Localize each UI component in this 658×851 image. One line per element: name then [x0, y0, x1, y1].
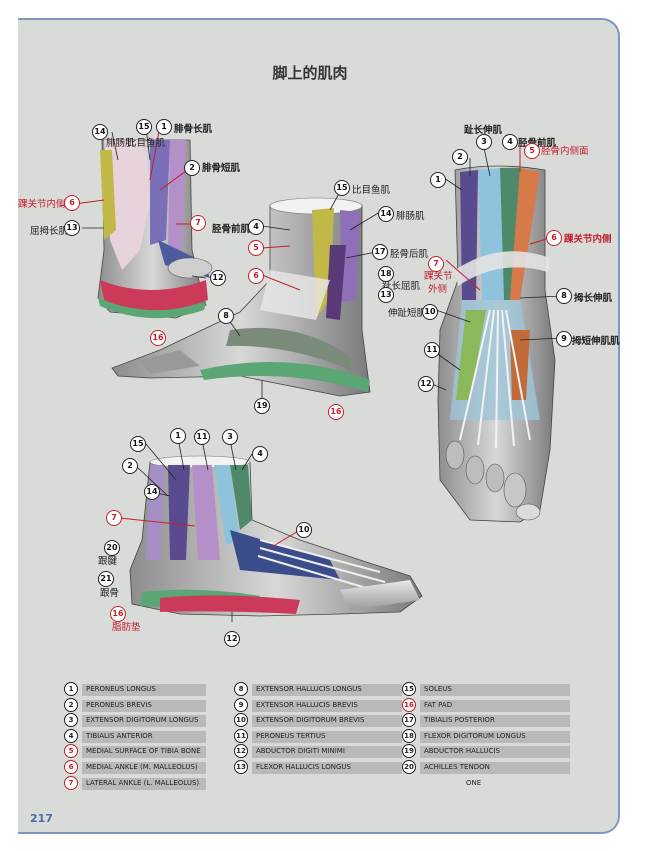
label-fat-pad-fig4: 脂肪垫	[112, 622, 141, 633]
label-gastrocnemius-fig1: 腓肠肌	[106, 138, 135, 149]
callout-14-fig2: 14	[378, 206, 394, 222]
callout-7-fig4: 7	[106, 510, 122, 526]
label-extensor-digitorum-brevis-fig3: 伸趾短肌	[388, 308, 427, 319]
callout-8-fig3: 8	[556, 288, 572, 304]
callout-10-fig4: 10	[296, 522, 312, 538]
label-gastrocnemius-fig2: 腓肠肌	[396, 211, 425, 222]
callout-13-fig1: 13	[64, 220, 80, 236]
callout-2-fig4: 2	[122, 458, 138, 474]
callout-1-fig4: 1	[170, 428, 186, 444]
label-medial-ankle-fig1: 踝关节内侧	[18, 199, 66, 210]
label-extensor-digitorum-fig3: 趾长伸肌	[464, 125, 503, 136]
label-tibialis-posterior-fig2: 胫骨后肌	[390, 249, 429, 260]
label-flexor-hallucis-fig1: 屈拇长肌	[30, 226, 69, 237]
callout-2-fig1: 2	[184, 160, 200, 176]
label-soleus-fig1: 比目鱼肌	[127, 138, 166, 149]
callout-20-fig4: 20	[104, 540, 120, 556]
callout-1-fig3: 1	[430, 172, 446, 188]
figure-medial-view	[111, 197, 371, 397]
figure-dorsal-view	[437, 165, 556, 523]
callout-5-fig2: 5	[248, 240, 264, 256]
label-tibialis-anterior-fig3: 胫骨前肌	[518, 138, 557, 149]
callout-4-fig3: 4	[502, 134, 518, 150]
callout-19-fig2: 19	[254, 398, 270, 414]
callout-3-fig4: 3	[222, 429, 238, 445]
callout-8-fig2: 8	[218, 308, 234, 324]
callout-6-fig1: 6	[64, 195, 80, 211]
label-achilles-tendon-fig4: 跟腱	[98, 556, 118, 567]
legend-row-tail: ONE	[466, 779, 482, 787]
callout-15-fig4: 15	[130, 436, 146, 452]
callout-10-fig3: 10	[422, 304, 438, 320]
label-calcaneus-fig4: 跟骨	[100, 588, 120, 599]
callout-12-fig1: 12	[210, 270, 226, 286]
callout-21-fig4: 21	[98, 571, 114, 587]
label-extensor-hallucis-longus-fig3: 拇长伸肌	[574, 293, 613, 304]
callout-3-fig3: 3	[476, 134, 492, 150]
callout-4-fig2: 4	[248, 219, 264, 235]
callout-18-fig2: 18	[378, 266, 394, 282]
label-lateral-ankle-b-fig3: 外侧	[428, 284, 448, 295]
callout-7-fig1: 7	[190, 215, 206, 231]
callout-16-fig1: 16	[150, 330, 166, 346]
callout-15-fig2: 15	[334, 180, 350, 196]
label-extensor-hallucis-brevis-fig3: 拇短伸肌肌	[572, 336, 620, 347]
callout-11-fig4: 11	[194, 429, 210, 445]
page-number: 217	[30, 812, 53, 825]
callout-5-fig3: 5	[524, 143, 540, 159]
label-tibia-medial-surface-fig3: 胫骨内侧面	[541, 146, 589, 157]
callout-14-fig4: 14	[144, 484, 160, 500]
callout-12-fig4: 12	[224, 631, 240, 647]
label-medial-ankle-fig3: 踝关节内侧	[564, 234, 612, 245]
callout-6-fig2: 6	[248, 268, 264, 284]
foot-muscle-illustrations	[59, 125, 563, 622]
callout-17-fig2: 17	[372, 244, 388, 260]
figure-rear-view	[97, 139, 213, 319]
callout-4-fig4: 4	[252, 446, 268, 462]
callout-13-fig2: 13	[378, 287, 394, 303]
callout-7-fig3: 7	[428, 256, 444, 272]
label-peroneus-brevis-fig1: 腓骨短肌	[202, 163, 241, 174]
callout-16-fig2: 16	[328, 404, 344, 420]
callout-1-fig1: 1	[156, 119, 172, 135]
callout-6-fig3: 6	[546, 230, 562, 246]
label-lateral-ankle-a-fig3: 踝关节	[424, 271, 453, 282]
page-title: 脚上的肌肉	[272, 64, 348, 82]
callout-2-fig3: 2	[452, 149, 468, 165]
callout-14-fig1: 14	[92, 124, 108, 140]
callout-12-fig3: 12	[418, 376, 434, 392]
label-soleus-fig2: 比目鱼肌	[352, 185, 391, 196]
callout-11-fig3: 11	[424, 342, 440, 358]
figure-lateral-view	[129, 455, 423, 617]
callout-15-fig1: 15	[136, 119, 152, 135]
label-peroneus-longus-fig1: 腓骨长肌	[174, 124, 213, 135]
callout-16-fig4: 16	[110, 606, 126, 622]
label-flexor-digitorum-fig2: 趾长屈肌	[382, 281, 421, 292]
label-tibialis-anterior-fig2: 胫骨前肌	[212, 224, 251, 235]
callout-9-fig3: 9	[556, 331, 572, 347]
